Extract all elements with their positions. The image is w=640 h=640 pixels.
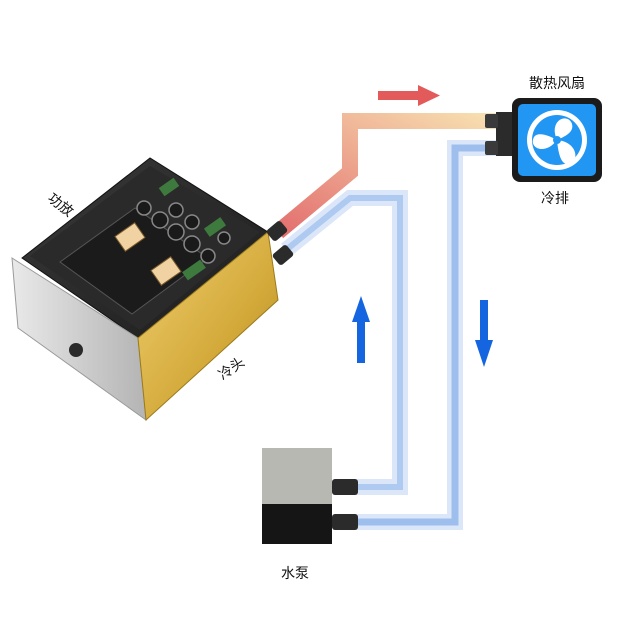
fan-icon <box>527 110 587 170</box>
cold-return-tube <box>280 190 408 495</box>
amp-fitting-bottom <box>272 245 294 265</box>
amplifier <box>11 157 294 422</box>
flow-arrow-right <box>378 85 440 106</box>
pump-label: 水泵 <box>281 566 309 582</box>
amp-fitting-top <box>266 221 288 241</box>
flow-arrow-up <box>352 296 370 363</box>
radiator-label: 冷排 <box>541 191 569 207</box>
cold-supply-tube <box>355 140 498 530</box>
flow-arrow-down <box>475 300 493 367</box>
fan-title-label: 散热风扇 <box>529 76 585 92</box>
pump <box>262 448 358 544</box>
hot-water-tube <box>272 113 498 239</box>
